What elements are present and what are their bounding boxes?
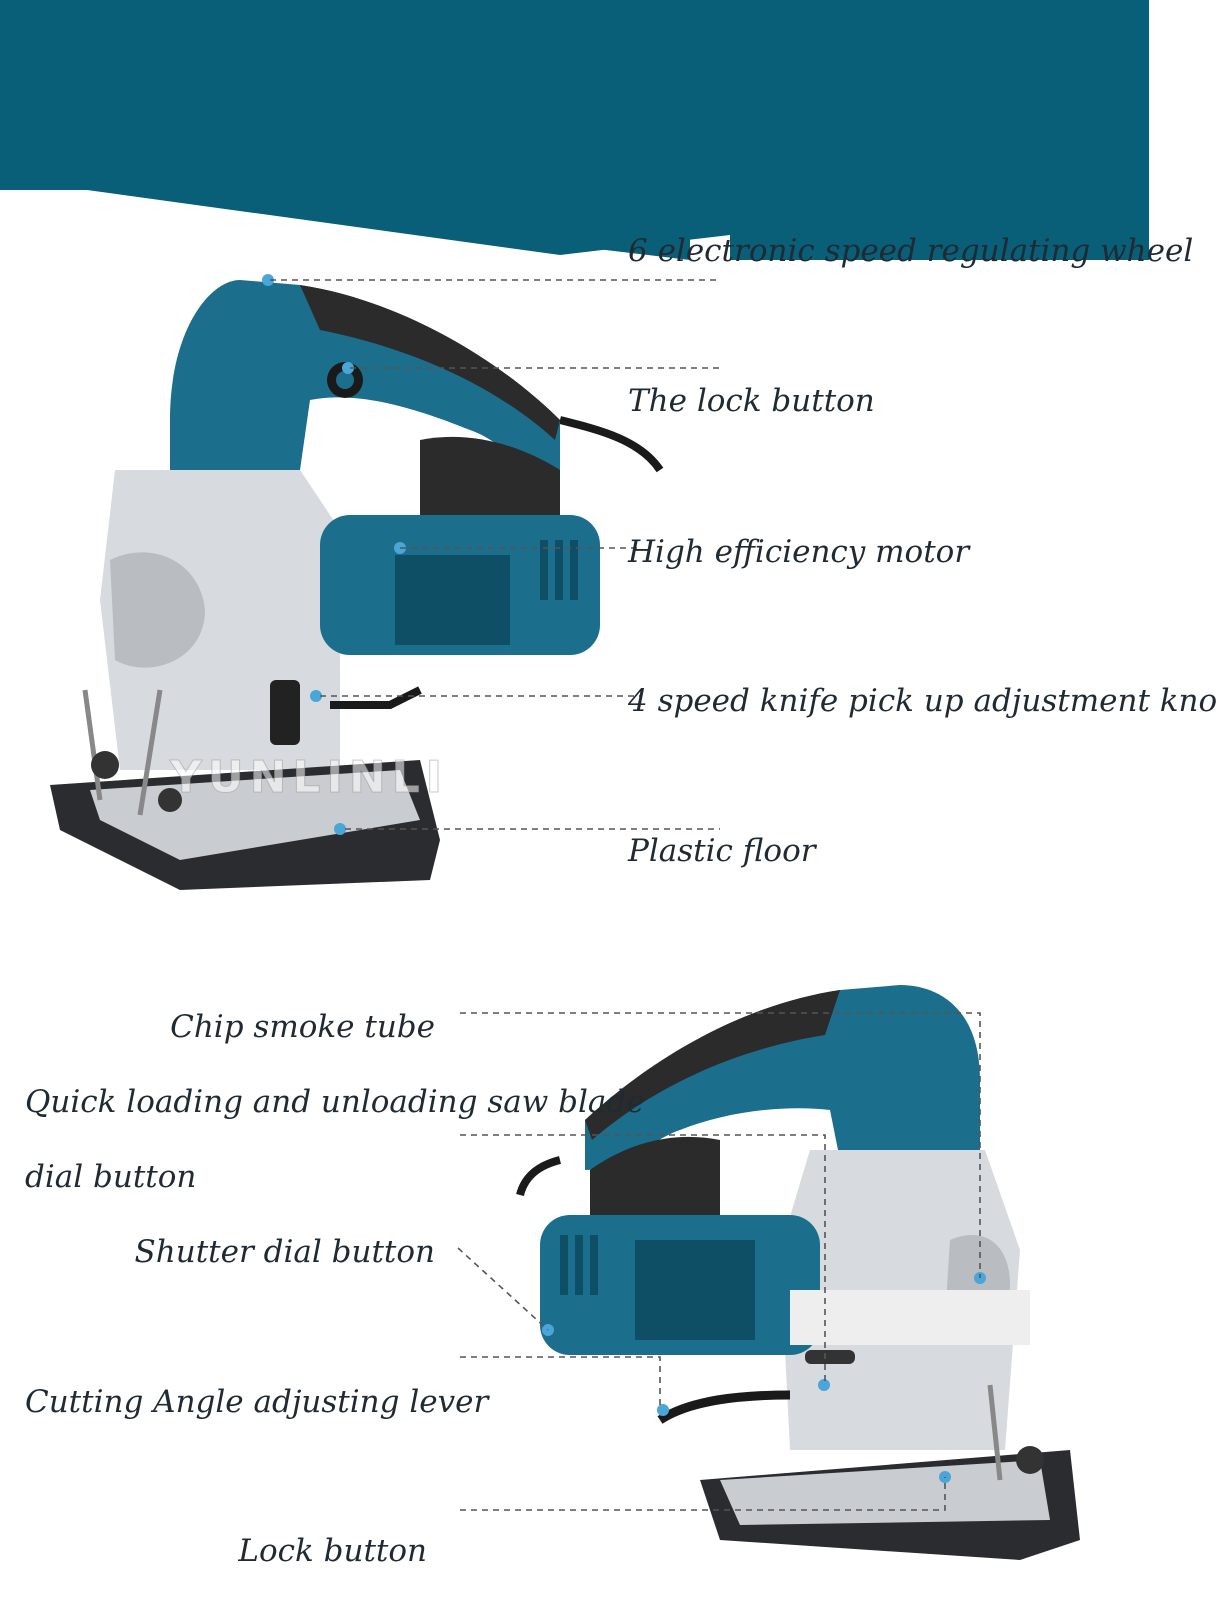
callout-angle-lever-label: Cutting Angle adjusting lever — [25, 1384, 489, 1420]
callout-lock-button-label: The lock button — [628, 383, 875, 419]
callout-quick-load-label: Quick loading and unloading saw blade — [25, 1084, 645, 1120]
jigsaw-side-view-image — [516, 985, 1080, 1560]
callout-plastic-floor-label: Plastic floor — [628, 833, 816, 869]
header-banner — [0, 0, 1149, 260]
callout-dial-button-label: dial button — [25, 1159, 197, 1195]
callout-shutter-dial-label: Shutter dial button — [134, 1234, 435, 1270]
callout-speed-knob-label: 4 speed knife pick up adjustment kno — [628, 683, 1217, 719]
watermark-text: YUNLINLI — [169, 752, 449, 804]
callout-chip-smoke-tube-label: Chip smoke tube — [170, 1009, 435, 1045]
jigsaw-top-view-image — [50, 280, 664, 890]
callout-lock-button-bottom-label: Lock button — [238, 1533, 427, 1569]
callout-motor-label: High efficiency motor — [628, 534, 970, 570]
callout-speed-wheel-label: 6 electronic speed regulating wheel — [628, 233, 1194, 269]
